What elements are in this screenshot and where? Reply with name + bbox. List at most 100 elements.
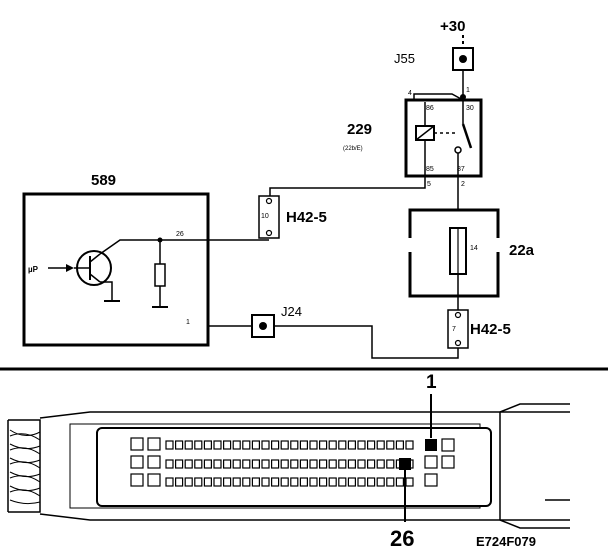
connector-pin <box>376 440 385 450</box>
connector-pin <box>405 440 414 450</box>
connector-pin <box>271 477 280 487</box>
relay-out5-label: 5 <box>427 181 431 188</box>
connector-pin <box>357 440 366 450</box>
relay-pin4-wire <box>413 93 464 101</box>
connector-pin <box>299 459 308 469</box>
connector-pin <box>405 477 414 487</box>
connector-pin <box>165 477 174 487</box>
connector-pin-large <box>424 455 438 469</box>
connector-wires-a <box>9 429 41 505</box>
connector-pin <box>203 477 212 487</box>
fuse-box-label: 22a <box>509 242 535 259</box>
connector-pin <box>251 459 260 469</box>
connector-pin <box>395 440 404 450</box>
connector-pin <box>338 440 347 450</box>
relay-id-label: 229 <box>347 121 372 138</box>
connector-pin <box>386 459 395 469</box>
relay-sub-label: (22b/E) <box>343 146 363 152</box>
supply-label: +30 <box>440 18 465 35</box>
connector-pin-large <box>130 437 144 451</box>
connector-pin <box>338 477 347 487</box>
connector-pin <box>251 440 260 450</box>
connector-pin <box>184 477 193 487</box>
h42-upper-connector <box>258 195 280 239</box>
h42-upper-bottom-pin <box>265 229 273 237</box>
ecu-input-label: µP <box>28 265 39 274</box>
connector-pin <box>261 459 270 469</box>
ecu-pin26-label: 26 <box>176 231 184 238</box>
relay-pin87-label: 87 <box>457 166 465 173</box>
connector-pin <box>175 477 184 487</box>
connector-pin-large <box>147 455 161 469</box>
connector-pin <box>319 459 328 469</box>
connector-pin <box>213 477 222 487</box>
connector-pin <box>223 459 232 469</box>
relay-contact-87 <box>454 146 462 154</box>
relay-coil-diag <box>415 125 435 141</box>
connector-pin <box>290 459 299 469</box>
ecu-pin1-label: 1 <box>186 319 190 326</box>
connector-pin <box>309 477 318 487</box>
h42-lower-bottom-pin <box>454 339 462 347</box>
connector-pin <box>357 477 366 487</box>
relay-pin30-label: 30 <box>466 105 474 112</box>
j24-terminal-dot <box>259 322 267 330</box>
figure-code-label: E724F079 <box>476 534 536 549</box>
fuse-gap-right <box>494 238 502 252</box>
wire-relay85-to-h42 <box>269 176 426 196</box>
connector-pin <box>242 459 251 469</box>
connector-pin <box>232 459 241 469</box>
fuse-value-label: 14 <box>470 245 478 252</box>
connector-pin <box>165 459 174 469</box>
connector-pin <box>184 459 193 469</box>
connector-pin <box>203 440 212 450</box>
connector-pin <box>242 477 251 487</box>
connector-pin <box>213 459 222 469</box>
wire-j24-to-h42-lower <box>274 325 459 359</box>
connector-pin <box>213 440 222 450</box>
relay-pin85-label: 85 <box>426 166 434 173</box>
j55-pin-label: 1 <box>466 87 470 94</box>
connector-housing-outline <box>39 411 570 521</box>
connector-pin-large <box>147 473 161 487</box>
callout-pin26-label: 26 <box>390 526 414 551</box>
connector-pin <box>194 440 203 450</box>
connector-pin <box>309 459 318 469</box>
callout-pin1-label: 1 <box>426 372 437 393</box>
connector-pin <box>376 459 385 469</box>
connector-pin <box>223 440 232 450</box>
h42-lower-top-pin <box>454 311 462 319</box>
connector-wires-b <box>9 433 41 497</box>
fuse-gap-left <box>406 238 414 252</box>
connector-pin <box>328 477 337 487</box>
ecu-transistor-emitter <box>89 273 101 283</box>
connector-pin-large <box>441 455 455 469</box>
ecu-transistor-collector <box>89 253 101 263</box>
ecu-589-box <box>22 192 210 347</box>
connector-pin <box>203 459 212 469</box>
connector-pin <box>347 440 356 450</box>
connector-pin-large <box>424 473 438 487</box>
pin-1-highlight <box>425 439 437 451</box>
connector-pin <box>328 459 337 469</box>
connector-pin <box>376 477 385 487</box>
connector-pin <box>309 440 318 450</box>
connector-pin <box>232 477 241 487</box>
connector-pin <box>290 477 299 487</box>
connector-pin <box>242 440 251 450</box>
connector-pin <box>271 440 280 450</box>
h42-upper-pin-label: 10 <box>261 213 269 220</box>
connector-pin-large <box>130 473 144 487</box>
connector-pin <box>319 477 328 487</box>
connector-pin <box>338 459 347 469</box>
connector-pin <box>347 477 356 487</box>
connector-pin <box>184 440 193 450</box>
connector-pin <box>299 477 308 487</box>
pin-26-highlight <box>399 458 411 470</box>
connector-wire-bundle <box>7 419 41 513</box>
ecu-emitter-ground <box>100 281 113 300</box>
connector-pin <box>347 459 356 469</box>
connector-pin <box>280 477 289 487</box>
connector-pin <box>261 440 270 450</box>
connector-pin <box>367 477 376 487</box>
